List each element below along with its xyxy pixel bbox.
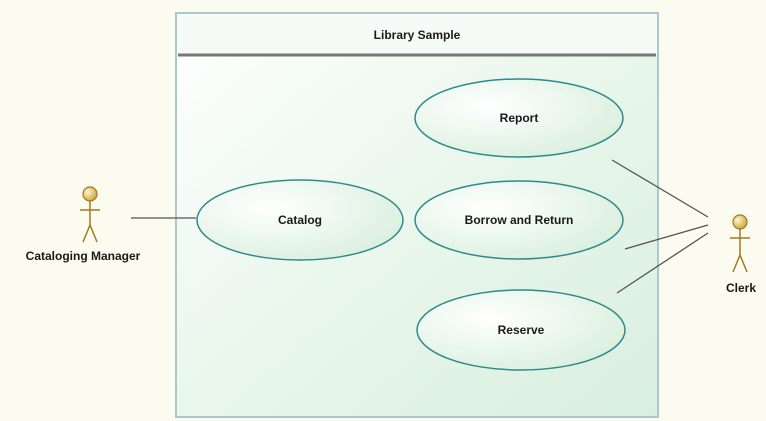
actor-right-leg (739, 254, 748, 273)
actor-left-leg (732, 254, 741, 273)
actor-head-icon (82, 186, 98, 202)
actor-head-icon (732, 214, 748, 230)
usecase-reserve-ellipse[interactable] (416, 289, 626, 371)
association-clerk-report[interactable] (611, 159, 709, 218)
system-title-bar (177, 14, 657, 54)
actor-right-leg (89, 224, 98, 243)
usecase-borrow-return-ellipse[interactable] (414, 180, 624, 260)
association-clerk-reserve[interactable] (616, 232, 709, 294)
actor-clerk-figure[interactable] (730, 214, 750, 273)
association-clerk-borrow-return[interactable] (624, 224, 709, 250)
usecase-report-ellipse[interactable] (414, 78, 624, 158)
usecase-catalog-ellipse[interactable] (196, 179, 404, 261)
actor-cataloging-manager-figure[interactable] (80, 186, 100, 243)
actor-left-leg (82, 224, 91, 243)
